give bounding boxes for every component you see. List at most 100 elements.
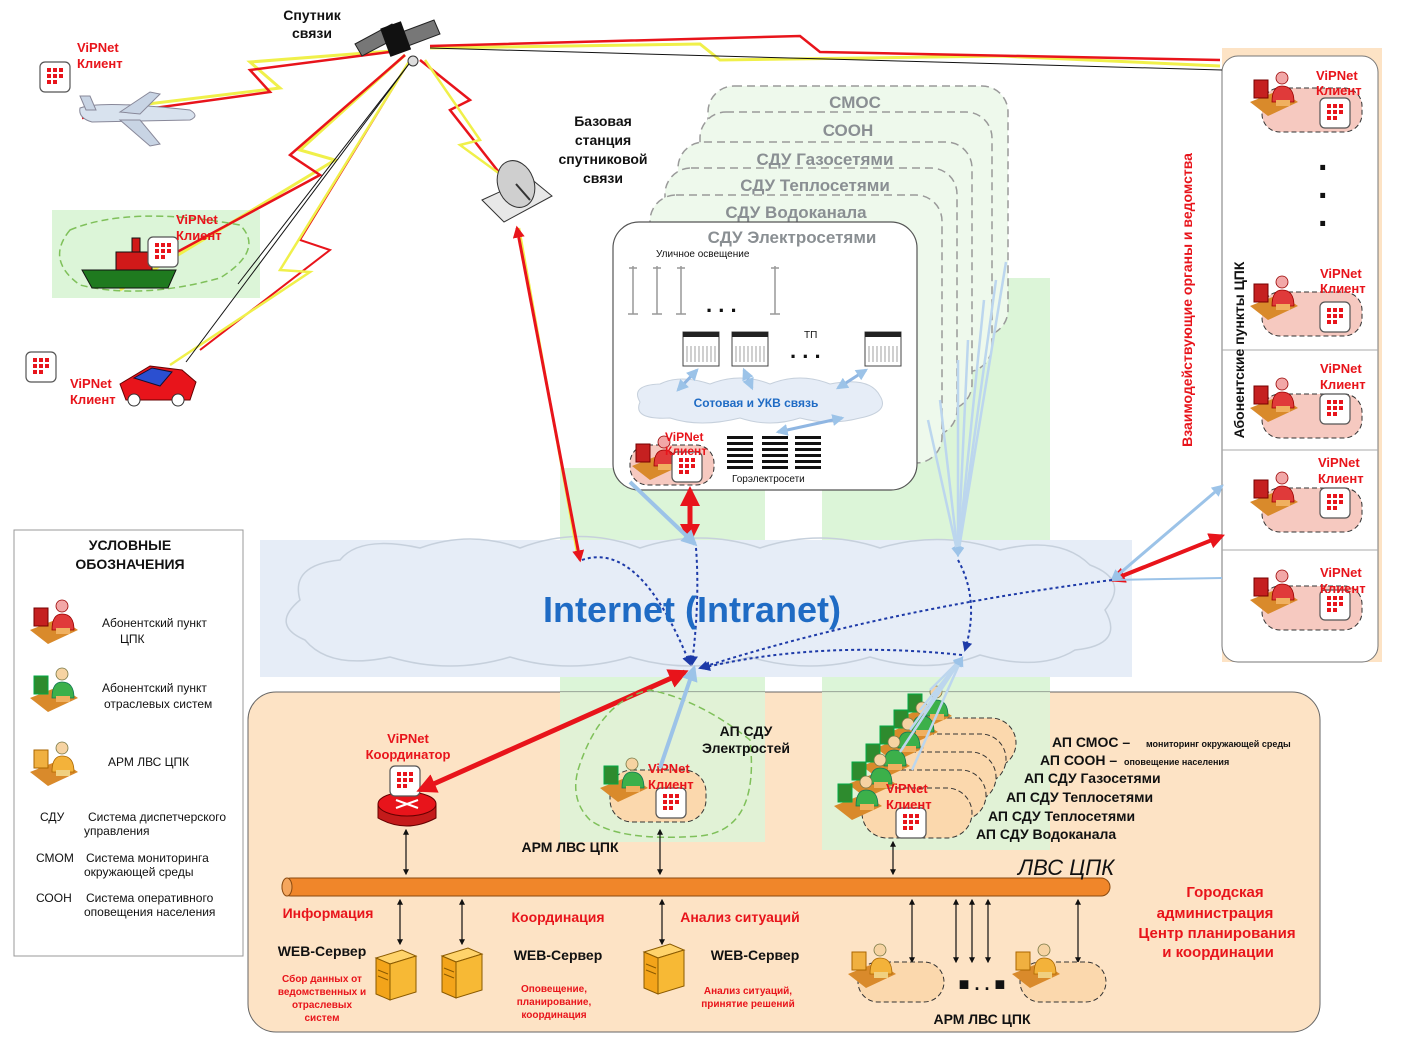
gorelectroseti-racks xyxy=(727,436,821,469)
satellite-links xyxy=(81,34,1223,367)
coordination-label: Координация xyxy=(512,909,605,925)
vertical-label-subscribers: Абонентские пункты ЦПК xyxy=(1231,261,1247,438)
satellite-label-l1: Спутник xyxy=(283,7,341,23)
ap-soon: АП СООН – xyxy=(1040,752,1117,768)
city-admin-l1: Городская xyxy=(1186,884,1263,901)
satellite-label-l2: связи xyxy=(292,25,332,41)
tp-label: ТП xyxy=(804,330,817,341)
cellular-label: Сотовая и УКВ связь xyxy=(694,396,819,410)
electro-vipnet-l1: ViPNet xyxy=(665,430,703,444)
city-admin-l3: Центр планирования xyxy=(1138,925,1295,942)
lighting-dots: . . . xyxy=(706,292,737,317)
sdu-soon: СООН xyxy=(823,121,874,140)
coordinator-l1: ViPNet xyxy=(387,731,429,746)
legend-abbr1: СДУ xyxy=(40,810,65,824)
right-panel-client-4 xyxy=(1249,471,1363,533)
web1-desc-2: ведомственных и xyxy=(278,987,366,998)
electro-ap-vipnet-l2: Клиент xyxy=(648,777,694,792)
ship-icon xyxy=(81,237,177,289)
web1-desc-4: систем xyxy=(305,1013,340,1024)
legend-abbr2: СМОМ xyxy=(36,851,74,865)
industry-vipnet-l2: Клиент xyxy=(886,797,932,812)
rp2-vipnet-l2: Клиент xyxy=(1320,281,1366,296)
rp3-vipnet-l1: ViPNet xyxy=(1320,361,1362,376)
coordinator-l2: Координатор xyxy=(366,747,451,762)
plane-vipnet-l2: Клиент xyxy=(77,56,123,71)
rp5-vipnet-l2: Клиент xyxy=(1320,581,1366,596)
legend-item3: АРМ ЛВС ЦПК xyxy=(108,755,189,769)
street-lighting-label: Уличное освещение xyxy=(656,249,750,260)
web-server-1: WEB-Сервер xyxy=(278,943,367,959)
legend-box xyxy=(13,529,244,957)
ship-vipnet-l2: Клиент xyxy=(176,228,222,243)
ap-sdu-electro-l1: АП СДУ xyxy=(720,723,773,739)
lvs-bus xyxy=(281,877,1111,897)
electro-ap-vipnet-l1: ViPNet xyxy=(648,761,690,776)
arm-dots: ■ . . ■ xyxy=(959,974,1006,994)
base-station-l4: связи xyxy=(583,170,623,186)
rp2-vipnet-l1: ViPNet xyxy=(1320,266,1362,281)
ap-smos-desc: мониторинг окружающей среды xyxy=(1146,739,1291,749)
right-panel-client-1 xyxy=(1249,71,1363,133)
rp-dot-2: . xyxy=(1318,168,1327,206)
legend-title-l1: УСЛОВНЫЕ xyxy=(89,537,171,553)
car-vipnet-l2: Клиент xyxy=(70,392,116,407)
ap-heat-2: АП СДУ Теплосетями xyxy=(988,808,1135,824)
web2-desc-1: Оповещение, xyxy=(521,984,587,995)
satellite-dish-icon xyxy=(481,160,553,223)
right-panel-client-3 xyxy=(1249,377,1363,439)
legend-item1-l1: Абонентский пункт xyxy=(102,616,207,630)
ap-sdu-electro-l2: Электростей xyxy=(702,740,790,756)
ship-zone xyxy=(58,215,250,292)
right-panel-client-2 xyxy=(1249,275,1363,337)
gorelectroseti-label: Горэлектросети xyxy=(732,474,805,485)
arm-lvs-bottom: АРМ ЛВС ЦПК xyxy=(933,1011,1031,1027)
rp4-vipnet-l2: Клиент xyxy=(1318,471,1364,486)
tp-dots: . . . xyxy=(790,338,821,363)
base-station-l3: спутниковой xyxy=(558,151,647,167)
web2-desc-2: планирование, xyxy=(517,997,592,1008)
airplane-icon xyxy=(79,91,196,147)
rp1-vipnet-l2: Клиент xyxy=(1316,83,1362,98)
electro-vipnet-l2: Клиент xyxy=(665,444,707,458)
legend-title-l2: ОБОЗНАЧЕНИЯ xyxy=(75,556,184,572)
web2-desc-3: координация xyxy=(521,1010,586,1021)
base-station-l1: Базовая xyxy=(574,113,632,129)
web1-desc-3: отраслевых xyxy=(292,1000,352,1011)
city-admin-l2: администрация xyxy=(1157,905,1274,922)
legend-abbr3-def-l1: Система оперативного xyxy=(86,891,214,905)
legend-abbr3-def-l2: оповещения населения xyxy=(84,905,215,919)
lvs-cpk-label: ЛВС ЦПК xyxy=(1016,855,1115,880)
internet-label: Internet (Intranet) xyxy=(543,589,841,630)
analysis-label: Анализ ситуаций xyxy=(680,909,800,925)
arm-lvs-mid: АРМ ЛВС ЦПК xyxy=(521,839,619,855)
plane-vipnet-l1: ViPNet xyxy=(77,40,119,55)
rp1-vipnet-l1: ViPNet xyxy=(1316,68,1358,83)
ap-gas: АП СДУ Газосетями xyxy=(1024,770,1161,786)
info-label: Информация xyxy=(283,905,374,921)
sdu-smos: СМОС xyxy=(829,93,881,112)
sdu-gas: СДУ Газосетями xyxy=(757,150,894,169)
ap-water: АП СДУ Водоканала xyxy=(976,826,1116,842)
ap-smos: АП СМОС – xyxy=(1052,734,1130,750)
base-station-l2: станция xyxy=(575,132,631,148)
web3-desc-1: Анализ ситуаций, xyxy=(704,986,792,997)
ship-vipnet-l1: ViPNet xyxy=(176,212,218,227)
web1-desc-1: Сбор данных от xyxy=(282,973,362,985)
web3-desc-2: принятие решений xyxy=(701,999,794,1010)
rp-dot-3: . xyxy=(1318,196,1327,234)
web-server-2: WEB-Сервер xyxy=(514,947,603,963)
web-server-3: WEB-Сервер xyxy=(711,947,800,963)
rp3-vipnet-l2: Клиент xyxy=(1320,377,1366,392)
legend-abbr1-def-l2: управления xyxy=(84,824,149,838)
rp4-vipnet-l1: ViPNet xyxy=(1318,455,1360,470)
sdu-water: СДУ Водоканала xyxy=(725,203,867,222)
sdu-heat: СДУ Теплосетями xyxy=(740,176,890,195)
legend-abbr1-def-l1: Система диспетчерского xyxy=(88,810,226,824)
legend-item1-l2: ЦПК xyxy=(120,632,145,646)
legend-item2-l1: Абонентский пункт xyxy=(102,681,207,695)
city-admin-l4: и координации xyxy=(1162,944,1274,961)
car-icon xyxy=(119,365,197,407)
rp5-vipnet-l1: ViPNet xyxy=(1320,565,1362,580)
